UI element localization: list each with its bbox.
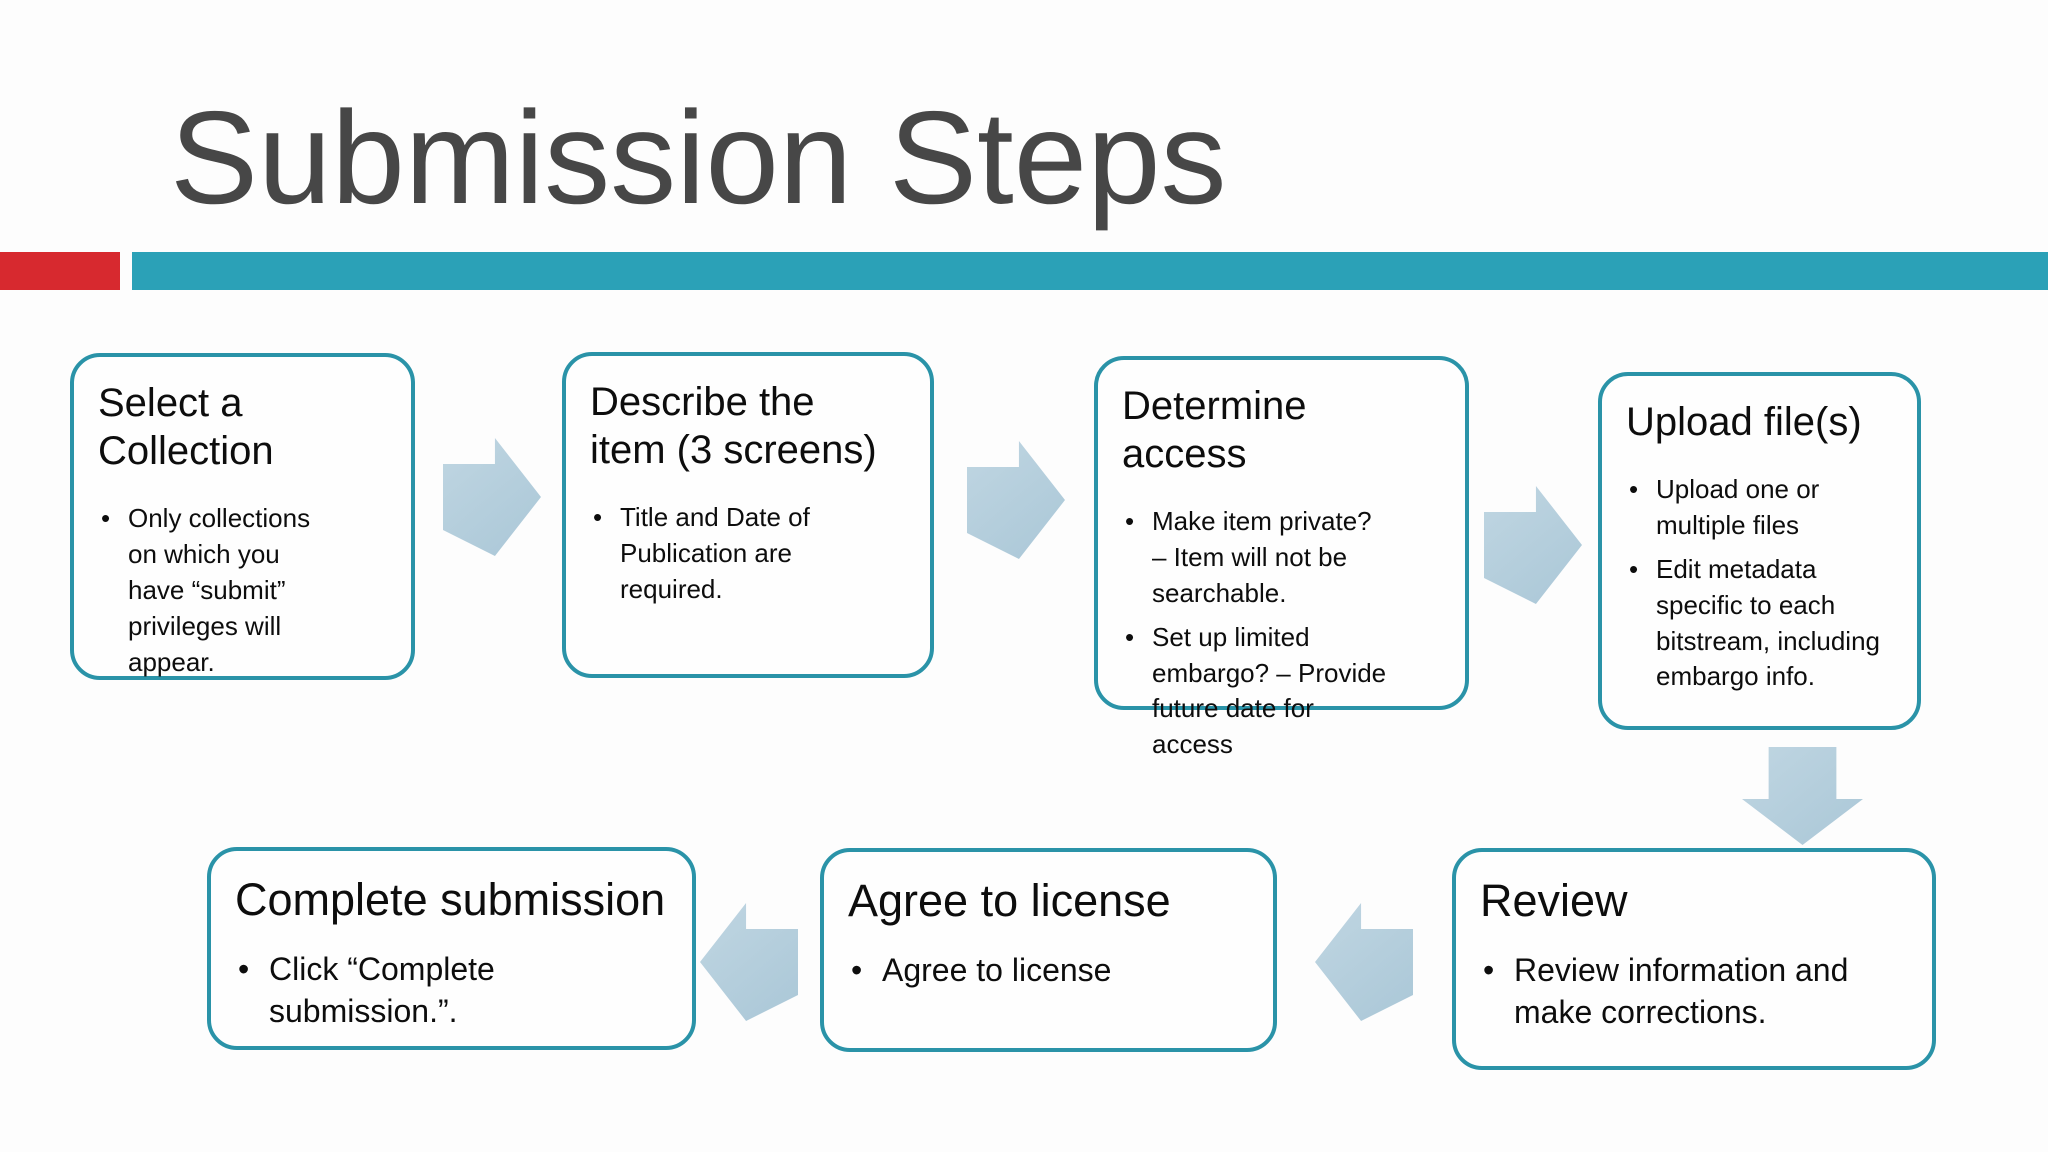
step-bullet: Agree to license	[848, 950, 1259, 992]
step-box-complete-submission: Complete submission Click “Complete subm…	[207, 847, 696, 1050]
step-title: Determine access	[1122, 384, 1307, 476]
step-box-select-collection: Select a Collection Only collections on …	[70, 353, 415, 680]
step-bullet: Only collections on which you have “subm…	[98, 501, 397, 680]
step-bullet: Review information and make corrections.	[1480, 950, 1918, 1033]
step-bullet: Set up limited embargo? – Provide future…	[1122, 620, 1451, 764]
page-title: Submission Steps	[170, 84, 1227, 231]
arrow-left-icon	[1315, 903, 1413, 1021]
arrow-right-icon	[443, 438, 541, 556]
step-title: Describe the item (3 screens)	[590, 380, 877, 472]
step-bullet: Edit metadata specific to each bitstream…	[1626, 552, 1903, 696]
step-title: Complete submission	[235, 874, 666, 925]
step-bullet: Upload one or multiple files	[1626, 472, 1903, 544]
arrow-right-icon	[1484, 486, 1582, 604]
step-box-upload-files: Upload file(s) Upload one or multiple fi…	[1598, 372, 1921, 730]
step-bullet: Title and Date of Publication are requir…	[590, 500, 916, 608]
step-box-describe-item: Describe the item (3 screens) Title and …	[562, 352, 934, 678]
step-title: Agree to license	[848, 875, 1171, 926]
accent-bar-teal	[132, 252, 2048, 290]
step-title: Review	[1480, 875, 1628, 926]
step-box-agree-license: Agree to license Agree to license	[820, 848, 1277, 1052]
step-bullet: Click “Complete submission.”.	[235, 949, 678, 1032]
step-box-review: Review Review information and make corre…	[1452, 848, 1936, 1070]
step-title: Select a Collection	[98, 381, 274, 473]
arrow-down-icon	[1742, 747, 1863, 845]
step-title: Upload file(s)	[1626, 400, 1862, 444]
step-bullet: Make item private? – Item will not be se…	[1122, 504, 1451, 612]
accent-bar-red	[0, 252, 120, 290]
step-box-determine-access: Determine access Make item private? – It…	[1094, 356, 1469, 759]
arrow-left-icon	[700, 903, 798, 1021]
arrow-right-icon	[967, 441, 1065, 559]
